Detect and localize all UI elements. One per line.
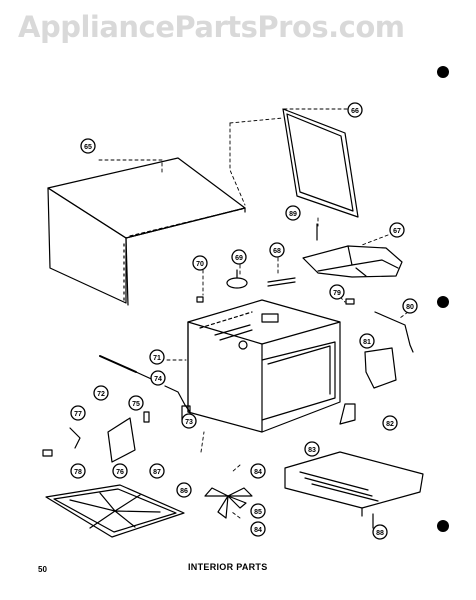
- svg-text:87: 87: [153, 469, 161, 476]
- callout-77: 77: [70, 405, 86, 421]
- svg-text:78: 78: [74, 469, 82, 476]
- callout-89: 89: [285, 205, 301, 221]
- callout-87: 87: [149, 463, 165, 479]
- callout-88: 88: [372, 524, 388, 540]
- hinge-74-part: [164, 385, 191, 413]
- callout-85: 85: [250, 503, 266, 519]
- bracket-76-part: [107, 417, 136, 463]
- clip-79-part: [345, 298, 355, 305]
- page-number: 50: [38, 565, 47, 574]
- callout-67: 67: [389, 222, 405, 238]
- clip-70-part: [196, 296, 204, 303]
- callout-71: 71: [149, 349, 165, 365]
- back-panel-part: [282, 108, 359, 218]
- svg-text:72: 72: [97, 391, 105, 398]
- leader-lines: [98, 108, 409, 519]
- callout-72: 72: [93, 385, 109, 401]
- callout-73: 73: [181, 413, 197, 429]
- oven-tray-part: [45, 484, 185, 538]
- binder-hole: [437, 520, 449, 532]
- binder-hole: [437, 66, 449, 78]
- fan-blade-part: [204, 487, 253, 519]
- callout-75: 75: [128, 395, 144, 411]
- callout-79: 79: [329, 284, 345, 300]
- svg-text:89: 89: [289, 211, 297, 218]
- callout-86: 86: [176, 482, 192, 498]
- switch-77-part: [69, 427, 81, 449]
- callout-68: 68: [269, 242, 285, 258]
- svg-text:76: 76: [116, 469, 124, 476]
- callout-69: 69: [231, 249, 247, 265]
- svg-text:81: 81: [363, 339, 371, 346]
- svg-text:69: 69: [235, 255, 243, 262]
- svg-text:74: 74: [154, 376, 162, 383]
- callout-78: 78: [70, 463, 86, 479]
- svg-text:75: 75: [132, 401, 140, 408]
- callout-76: 76: [112, 463, 128, 479]
- callout-84-bottom: 84: [250, 521, 266, 537]
- svg-text:80: 80: [406, 304, 414, 311]
- binder-hole: [437, 296, 449, 308]
- svg-text:86: 86: [180, 488, 188, 495]
- callout-80: 80: [402, 298, 418, 314]
- svg-text:83: 83: [308, 447, 316, 454]
- callout-81: 81: [359, 333, 375, 349]
- diagram-caption: INTERIOR PARTS: [188, 562, 268, 572]
- svg-text:82: 82: [386, 421, 394, 428]
- svg-text:71: 71: [153, 355, 161, 362]
- fan-motor-part: [226, 269, 248, 289]
- shaft-72-part: [99, 355, 159, 383]
- svg-text:88: 88: [376, 530, 384, 537]
- callout-66: 66: [347, 102, 363, 118]
- svg-text:85: 85: [254, 509, 262, 516]
- svg-text:79: 79: [333, 290, 341, 297]
- svg-text:65: 65: [84, 144, 92, 151]
- watermark: AppliancePartsPros.com: [18, 10, 405, 44]
- svg-text:73: 73: [185, 419, 193, 426]
- oven-cavity-part: [187, 299, 341, 433]
- svg-text:77: 77: [74, 411, 82, 418]
- air-duct-part: [302, 245, 403, 278]
- svg-text:66: 66: [351, 108, 359, 115]
- callout-74: 74: [150, 370, 166, 386]
- bottom-shelf-part: [284, 451, 424, 517]
- rail-80-part: [374, 311, 414, 353]
- svg-text:67: 67: [393, 228, 401, 235]
- callout-82: 82: [382, 415, 398, 431]
- svg-text:84: 84: [254, 527, 262, 534]
- switch-78-part: [42, 449, 53, 457]
- svg-text:84: 84: [254, 469, 262, 476]
- outer-cabinet-part: [47, 157, 246, 306]
- callout-70: 70: [192, 255, 208, 271]
- motor-bracket-part: [267, 277, 296, 287]
- callout-84-top: 84: [250, 463, 266, 479]
- callout-83: 83: [304, 441, 320, 457]
- rail-82-part: [339, 403, 356, 425]
- callout-65: 65: [80, 138, 96, 154]
- bracket-81-part: [364, 347, 397, 389]
- clip-75-part: [143, 411, 150, 423]
- callout-list: 65 66 67 68 69 70 71 72 73 74 75 76 77 7…: [70, 102, 418, 540]
- svg-text:70: 70: [196, 261, 204, 268]
- svg-text:68: 68: [273, 248, 281, 255]
